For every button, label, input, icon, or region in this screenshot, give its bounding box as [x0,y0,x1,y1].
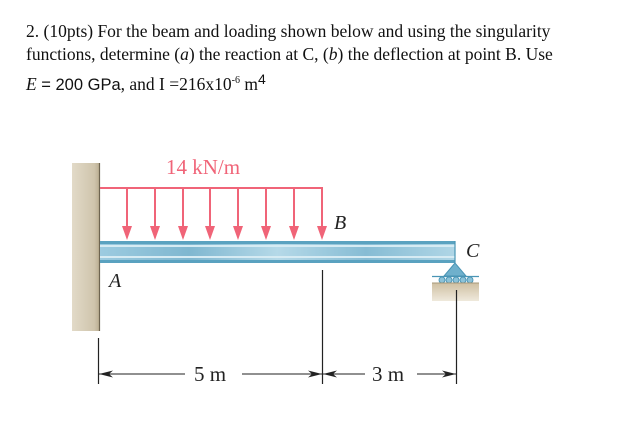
roller-support [432,262,479,301]
problem-text: ) the reaction at C, ( [188,44,329,64]
part-b-label: b [328,44,338,64]
part-a-label: a [180,44,189,64]
problem-text: For the beam and loading shown below and… [93,21,551,41]
point-c-label: C [466,240,480,262]
inertia-unit-exponent: 4 [257,71,266,87]
fixed-wall [72,163,101,331]
modulus-symbol: E [26,74,37,94]
load-label: 14 kN/m [166,155,241,179]
problem-points: (10pts) [43,21,94,41]
modulus-value: = 200 GPa [36,76,121,94]
point-b-label: B [334,212,347,234]
dimension-lines [97,270,458,384]
distributed-load [100,187,327,240]
problem-statement: 2. (10pts) For the beam and loading show… [26,20,616,97]
problem-text: functions, determine ( [26,44,181,64]
dimension-ab-label: 5 m [194,362,227,386]
inertia-exponent: -6 [231,75,240,86]
problem-number: 2. [26,21,40,41]
point-a-label: A [109,270,122,292]
problem-line-2: functions, determine (a) the reaction at… [26,43,616,66]
inertia-unit: m [239,74,258,94]
problem-line-3: E = 200 GPa, and I =216x10-6 m4 [26,68,616,97]
beam [100,241,456,263]
problem-line-1: 2. (10pts) For the beam and loading show… [26,20,616,43]
dimension-bc-label: 3 m [372,362,405,386]
inertia-value: , and I =216x10 [120,74,232,94]
problem-text: ) the deflection at point B. Use [337,44,553,64]
